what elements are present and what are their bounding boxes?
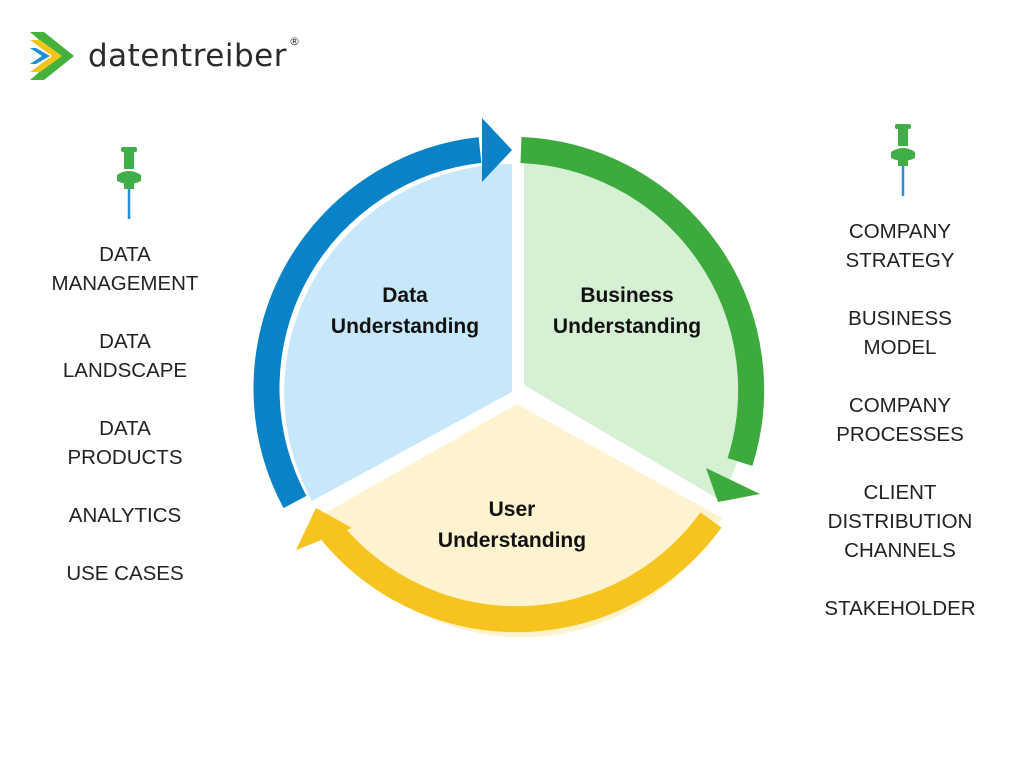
user-segment bbox=[320, 404, 722, 638]
list-item: DATA PRODUCTS bbox=[67, 417, 183, 469]
data-understanding-label: Data Understanding bbox=[330, 284, 480, 338]
brand-name: datentreiber® bbox=[88, 34, 301, 74]
list-item: DATA MANAGEMENT bbox=[51, 243, 199, 295]
list-item: BUSINESS MODEL bbox=[848, 307, 952, 359]
list-item: DATA LANDSCAPE bbox=[62, 330, 188, 382]
data-arrow bbox=[253, 118, 512, 509]
list-item: CLIENT DISTRIBUTION CHANNELS bbox=[827, 481, 973, 562]
brand-logo: datentreiber® bbox=[28, 28, 300, 84]
user-understanding-label: User Understanding bbox=[437, 498, 587, 552]
list-item: USE CASES bbox=[66, 562, 184, 585]
user-arrow bbox=[296, 508, 722, 633]
business-understanding-label: Business Understanding bbox=[552, 284, 702, 338]
list-item: ANALYTICS bbox=[68, 504, 182, 527]
business-topics-list: COMPANY STRATEGY BUSINESS MODEL COMPANY … bbox=[800, 217, 1000, 652]
data-segment bbox=[284, 164, 512, 501]
list-item: STAKEHOLDER bbox=[824, 597, 976, 620]
push-pin-icon bbox=[117, 147, 141, 219]
list-item: COMPANY PROCESSES bbox=[836, 394, 964, 446]
push-pin-icon bbox=[891, 124, 915, 196]
list-item: COMPANY STRATEGY bbox=[845, 220, 955, 272]
chevron-logo-icon bbox=[30, 32, 74, 80]
business-arrow bbox=[520, 137, 765, 502]
data-topics-list: DATA MANAGEMENT DATA LANDSCAPE DATA PROD… bbox=[30, 240, 220, 617]
